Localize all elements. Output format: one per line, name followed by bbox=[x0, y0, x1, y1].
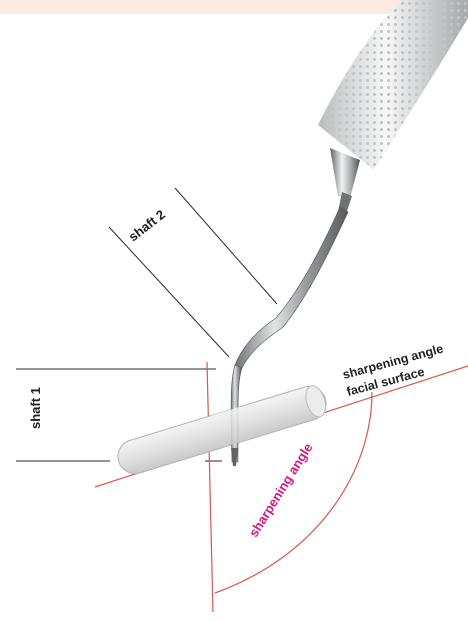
shaft-2-dimension bbox=[109, 188, 277, 357]
shaft-1-label: shaft 1 bbox=[28, 387, 43, 429]
sharpening-angle-label: sharpening angle bbox=[246, 440, 316, 539]
shaft-2-label: shaft 2 bbox=[126, 207, 168, 245]
vertical-reference-line bbox=[207, 362, 213, 612]
